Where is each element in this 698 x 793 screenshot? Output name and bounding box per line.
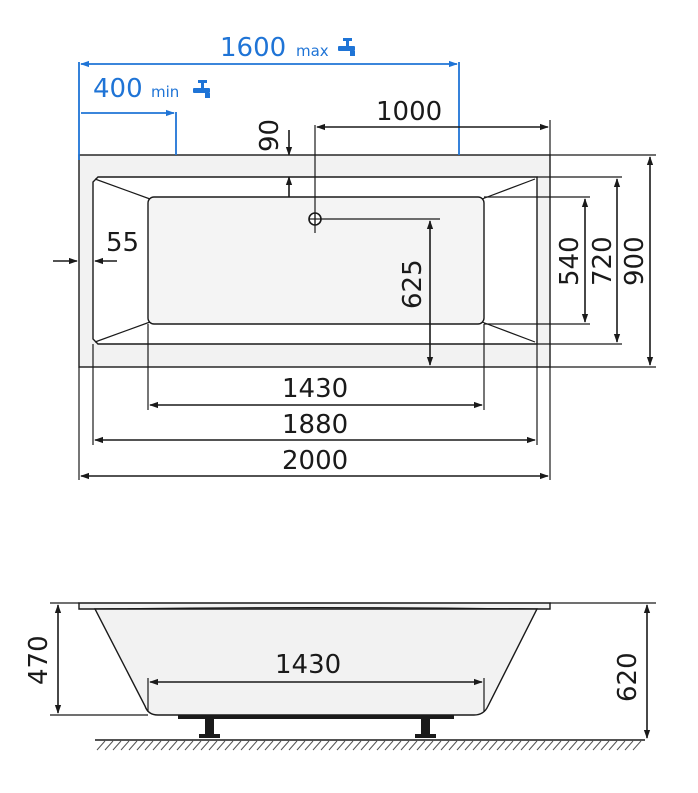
floor-hatch-stroke (296, 740, 306, 751)
floor-hatch-stroke (256, 740, 266, 751)
side-view: 1430 470 620 (24, 602, 656, 751)
floor-hatch-stroke (96, 740, 106, 751)
faucet-min-unit: min (151, 83, 179, 101)
floor-hatch-stroke (520, 740, 530, 751)
floor-hatch (96, 740, 642, 751)
floor-hatch-stroke (184, 740, 194, 751)
floor-hatch-stroke (128, 740, 138, 751)
floor-hatch-stroke (408, 740, 418, 751)
floor-hatch-stroke (632, 740, 642, 751)
floor-hatch-stroke (584, 740, 594, 751)
floor-hatch-stroke (552, 740, 562, 751)
floor-hatch-stroke (248, 740, 258, 751)
floor-hatch-stroke (112, 740, 122, 751)
rim-width-value: 55 (106, 228, 139, 258)
floor-hatch-stroke (568, 740, 578, 751)
floor-hatch-stroke (200, 740, 210, 751)
floor-hatch-stroke (480, 740, 490, 751)
bowl-length-value: 1880 (282, 410, 348, 440)
floor-hatch-stroke (384, 740, 394, 751)
inner-length-value: 1430 (282, 374, 348, 404)
floor-hatch-stroke (336, 740, 346, 751)
overall-height-value: 620 (613, 652, 643, 702)
floor-hatch-stroke (440, 740, 450, 751)
floor-hatch-stroke (416, 740, 426, 751)
floor-hatch-stroke (328, 740, 338, 751)
floor-hatch-stroke (528, 740, 538, 751)
floor-hatch-stroke (392, 740, 402, 751)
tub-inner-bottom (147, 196, 485, 325)
floor-hatch-stroke (448, 740, 458, 751)
floor-hatch-stroke (496, 740, 506, 751)
faucet-icon (193, 80, 210, 98)
faucet-icon (338, 38, 355, 56)
floor-hatch-stroke (264, 740, 274, 751)
floor-hatch-stroke (504, 740, 514, 751)
floor-hatch-stroke (224, 740, 234, 751)
floor-hatch-stroke (360, 740, 370, 751)
floor-hatch-stroke (120, 740, 130, 751)
floor-hatch-stroke (536, 740, 546, 751)
faucet-max-unit: max (296, 42, 329, 60)
inner-width-value: 540 (555, 236, 585, 286)
floor-hatch-stroke (456, 740, 466, 751)
floor-hatch-stroke (152, 740, 162, 751)
floor-hatch-stroke (272, 740, 282, 751)
floor-hatch-stroke (368, 740, 378, 751)
floor-hatch-stroke (144, 740, 154, 751)
floor-hatch-stroke (624, 740, 634, 751)
overall-width-value: 900 (620, 236, 650, 286)
floor-hatch-stroke (232, 740, 242, 751)
floor-hatch-stroke (280, 740, 290, 751)
floor-hatch-stroke (376, 740, 386, 751)
floor-hatch-stroke (136, 740, 146, 751)
faucet-max-value: 1600 (220, 33, 286, 63)
floor-hatch-stroke (608, 740, 618, 751)
floor-hatch-stroke (208, 740, 218, 751)
foot-right (421, 719, 430, 734)
base-frame (178, 715, 454, 719)
floor-hatch-stroke (472, 740, 482, 751)
floor-hatch-stroke (400, 740, 410, 751)
tub-side-body (93, 608, 539, 716)
drain-edge-value: 90 (255, 119, 285, 152)
floor-hatch-stroke (424, 740, 434, 751)
floor-hatch-stroke (320, 740, 330, 751)
top-view: 1600 max 400 min 1000 90 55 625 (53, 33, 656, 480)
floor-hatch-stroke (512, 740, 522, 751)
floor-hatch-stroke (344, 740, 354, 751)
floor-hatch-stroke (192, 740, 202, 751)
floor-hatch-stroke (288, 740, 298, 751)
floor-hatch-stroke (216, 740, 226, 751)
floor-hatch-stroke (464, 740, 474, 751)
floor-hatch-stroke (176, 740, 186, 751)
foot-left (205, 719, 214, 734)
floor-hatch-stroke (352, 740, 362, 751)
floor-hatch-stroke (240, 740, 250, 751)
drain-position-value: 625 (398, 259, 428, 309)
floor-hatch-stroke (488, 740, 498, 751)
floor-hatch-stroke (576, 740, 586, 751)
floor-hatch-stroke (560, 740, 570, 751)
floor-hatch-stroke (160, 740, 170, 751)
floor-hatch-stroke (312, 740, 322, 751)
inner-depth-value: 470 (24, 635, 54, 685)
overall-length-value: 2000 (282, 446, 348, 476)
floor-hatch-stroke (168, 740, 178, 751)
floor-hatch-stroke (616, 740, 626, 751)
floor-hatch-stroke (104, 740, 114, 751)
floor-hatch-stroke (600, 740, 610, 751)
faucet-min-value: 400 (93, 74, 143, 104)
drain-offset-value: 1000 (376, 97, 442, 127)
floor-hatch-stroke (432, 740, 442, 751)
floor-hatch-stroke (544, 740, 554, 751)
bowl-width-value: 720 (588, 236, 618, 286)
floor-hatch-stroke (592, 740, 602, 751)
floor-hatch-stroke (304, 740, 314, 751)
bottom-length-value: 1430 (275, 650, 341, 680)
